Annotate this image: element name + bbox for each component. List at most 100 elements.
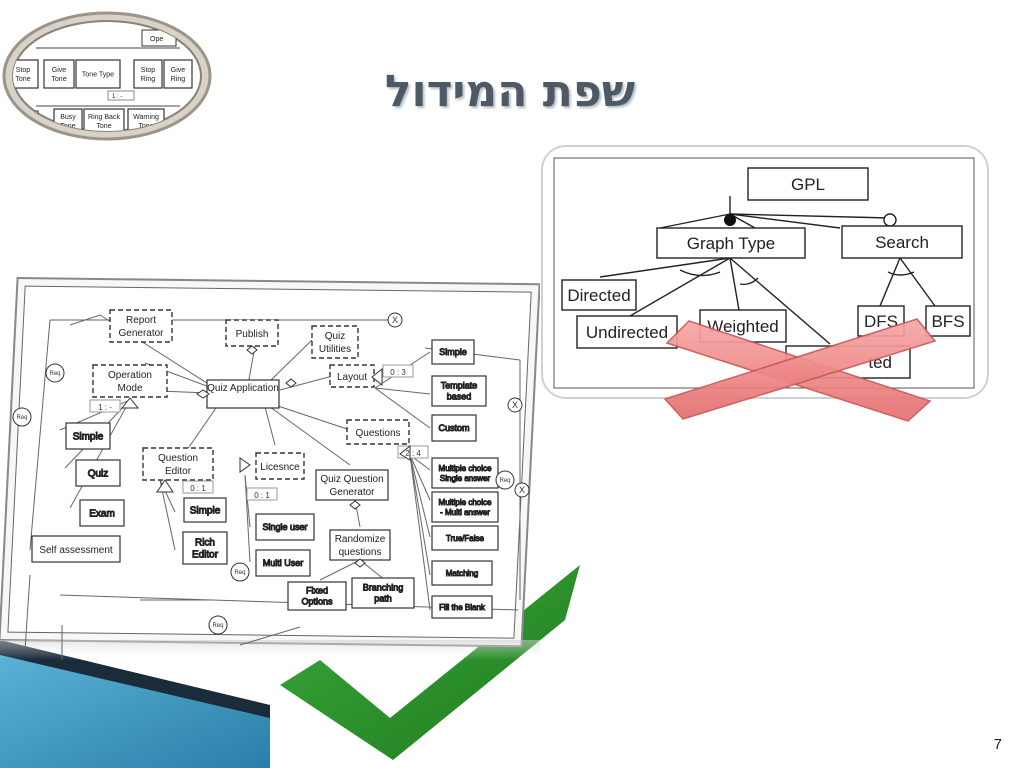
quiz-questions-box (346, 419, 410, 445)
gpl-directed-box (561, 279, 637, 311)
mode-option-box (75, 459, 121, 487)
thumb-row2-item-label: Warning (133, 114, 159, 121)
quiz-publish-box (225, 319, 279, 347)
quiz-self-assessment-box (31, 535, 121, 563)
gpl-bfs-box (925, 305, 971, 337)
reject-cross-icon (663, 318, 937, 422)
thumb-row1-item-label: Tone (51, 76, 66, 83)
diamond-publish (246, 345, 258, 355)
question-type-label: Multiple choice (439, 464, 492, 473)
gpl-root-label: GPL (791, 175, 825, 194)
req-circle-left-top (45, 363, 65, 383)
question-type-label: Matching (446, 569, 478, 578)
layout-option-box (431, 375, 487, 407)
editor-option-label: Simple (190, 506, 221, 517)
req-label-bottom: Req (212, 623, 223, 629)
thumb-row1-item-box (75, 59, 121, 89)
card-license-label: 0 : 1 (254, 491, 270, 500)
layout-option-label: Template (441, 381, 478, 391)
thumb-row1-item-box (133, 59, 163, 89)
quiz-utilities-label-1: Quiz (325, 331, 346, 342)
thumb-label-ope: Ope (150, 36, 163, 43)
editor-option-box (182, 531, 228, 565)
questions-group-triangle (399, 444, 411, 461)
license-option-box (255, 549, 311, 577)
thumb-row1-item-box (13, 59, 39, 89)
quiz-generator-box (315, 469, 389, 501)
card-layout-label: 0 : 3 (390, 368, 406, 377)
gpl-bfs-label: BFS (931, 312, 964, 331)
random-option-label: Branching (363, 583, 404, 593)
diamond-layout (285, 378, 297, 388)
thumb-row2-item-label: Busy (60, 114, 76, 121)
question-type-box (431, 491, 499, 523)
req-label-right: Req (499, 478, 510, 484)
req-circle-bottom (208, 615, 228, 635)
layout-group-triangle (371, 367, 383, 387)
gpl-directed-label: Directed (567, 286, 630, 305)
quiz-license-box (255, 452, 305, 480)
editor-option-label: Rich (195, 538, 215, 549)
gpl-undirected-box (576, 315, 678, 349)
req-circle-left (12, 407, 32, 427)
operation-mode-label-1: Operation (108, 370, 152, 381)
question-type-box (431, 560, 493, 586)
mode-option-box (79, 499, 125, 527)
thumb-row1-item-label: Give (52, 67, 67, 74)
card-editor-box (182, 480, 214, 494)
quiz-layout-box (329, 364, 375, 388)
diamond-root (196, 389, 210, 399)
editor-option-box (183, 497, 227, 523)
random-option-box (287, 581, 347, 611)
mode-option-label: Quiz (88, 469, 109, 480)
thumb-row2-item-box (83, 108, 125, 131)
operation-mode-label-2: Mode (117, 383, 142, 394)
question-type-label: True/False (446, 534, 484, 543)
thumb-row2-item-label: Tone (96, 123, 111, 130)
generator-label-2: Generator (329, 487, 375, 498)
gpl-weighted-label: Weighted (707, 317, 779, 336)
gpl-undirected-label: Undirected (586, 323, 668, 342)
thumb-row1-item-box (43, 59, 75, 89)
mode-option-box (65, 422, 111, 450)
gpl-graph-type-box (656, 227, 806, 259)
generator-label-1: Quiz Question (320, 474, 383, 485)
thumb-row1-item-box (163, 59, 193, 89)
thumb-row1-item-label: Tone (15, 76, 30, 83)
publish-label: Publish (236, 329, 269, 340)
report-generator-label-1: Report (126, 315, 156, 326)
randomize-label-1: Randomize (335, 534, 386, 545)
license-option-label: Multi User (263, 558, 304, 568)
quiz-utilities-label-2: Utilities (319, 344, 351, 355)
layout-option-box (431, 414, 477, 442)
question-editor-label-2: Editor (165, 466, 192, 477)
card-mode-label: 1 : - (98, 403, 112, 412)
thumb-card (107, 90, 135, 101)
thumb-row1-item-label: Tone Type (82, 71, 114, 78)
excl-label-top: X (392, 315, 398, 325)
random-option-label: path (374, 594, 392, 604)
license-group-triangle (239, 457, 251, 473)
quiz-root-label-1: Quiz Application (207, 383, 279, 394)
card-editor-label: 0 : 1 (190, 484, 206, 493)
question-type-box (431, 595, 493, 619)
quiz-report-generator-box (109, 309, 173, 343)
thumb-row1-item-label: Stop (16, 67, 31, 74)
layout-option-label: Simple (439, 347, 467, 357)
approve-check-icon (280, 565, 580, 760)
thumb-row1-item-label: Stop (141, 67, 156, 74)
thumb-card-label: 1 : - (112, 94, 122, 100)
page-number: 7 (993, 736, 1002, 753)
randomize-label-2: questions (339, 547, 382, 558)
question-type-label: Fill the Blank (439, 603, 486, 612)
thumb-row2-item-label: Ring Back (88, 114, 120, 121)
license-option-label: Single user (262, 522, 307, 532)
card-license-box (246, 487, 278, 501)
report-generator-label-2: Generator (118, 328, 164, 339)
quiz-question-editor-box (142, 447, 214, 481)
layout-label: Layout (337, 372, 367, 383)
thumb-row1-item-label: Ring (141, 76, 156, 83)
card-mode-box (89, 399, 121, 413)
self-assessment-label: Self assessment (39, 545, 113, 556)
